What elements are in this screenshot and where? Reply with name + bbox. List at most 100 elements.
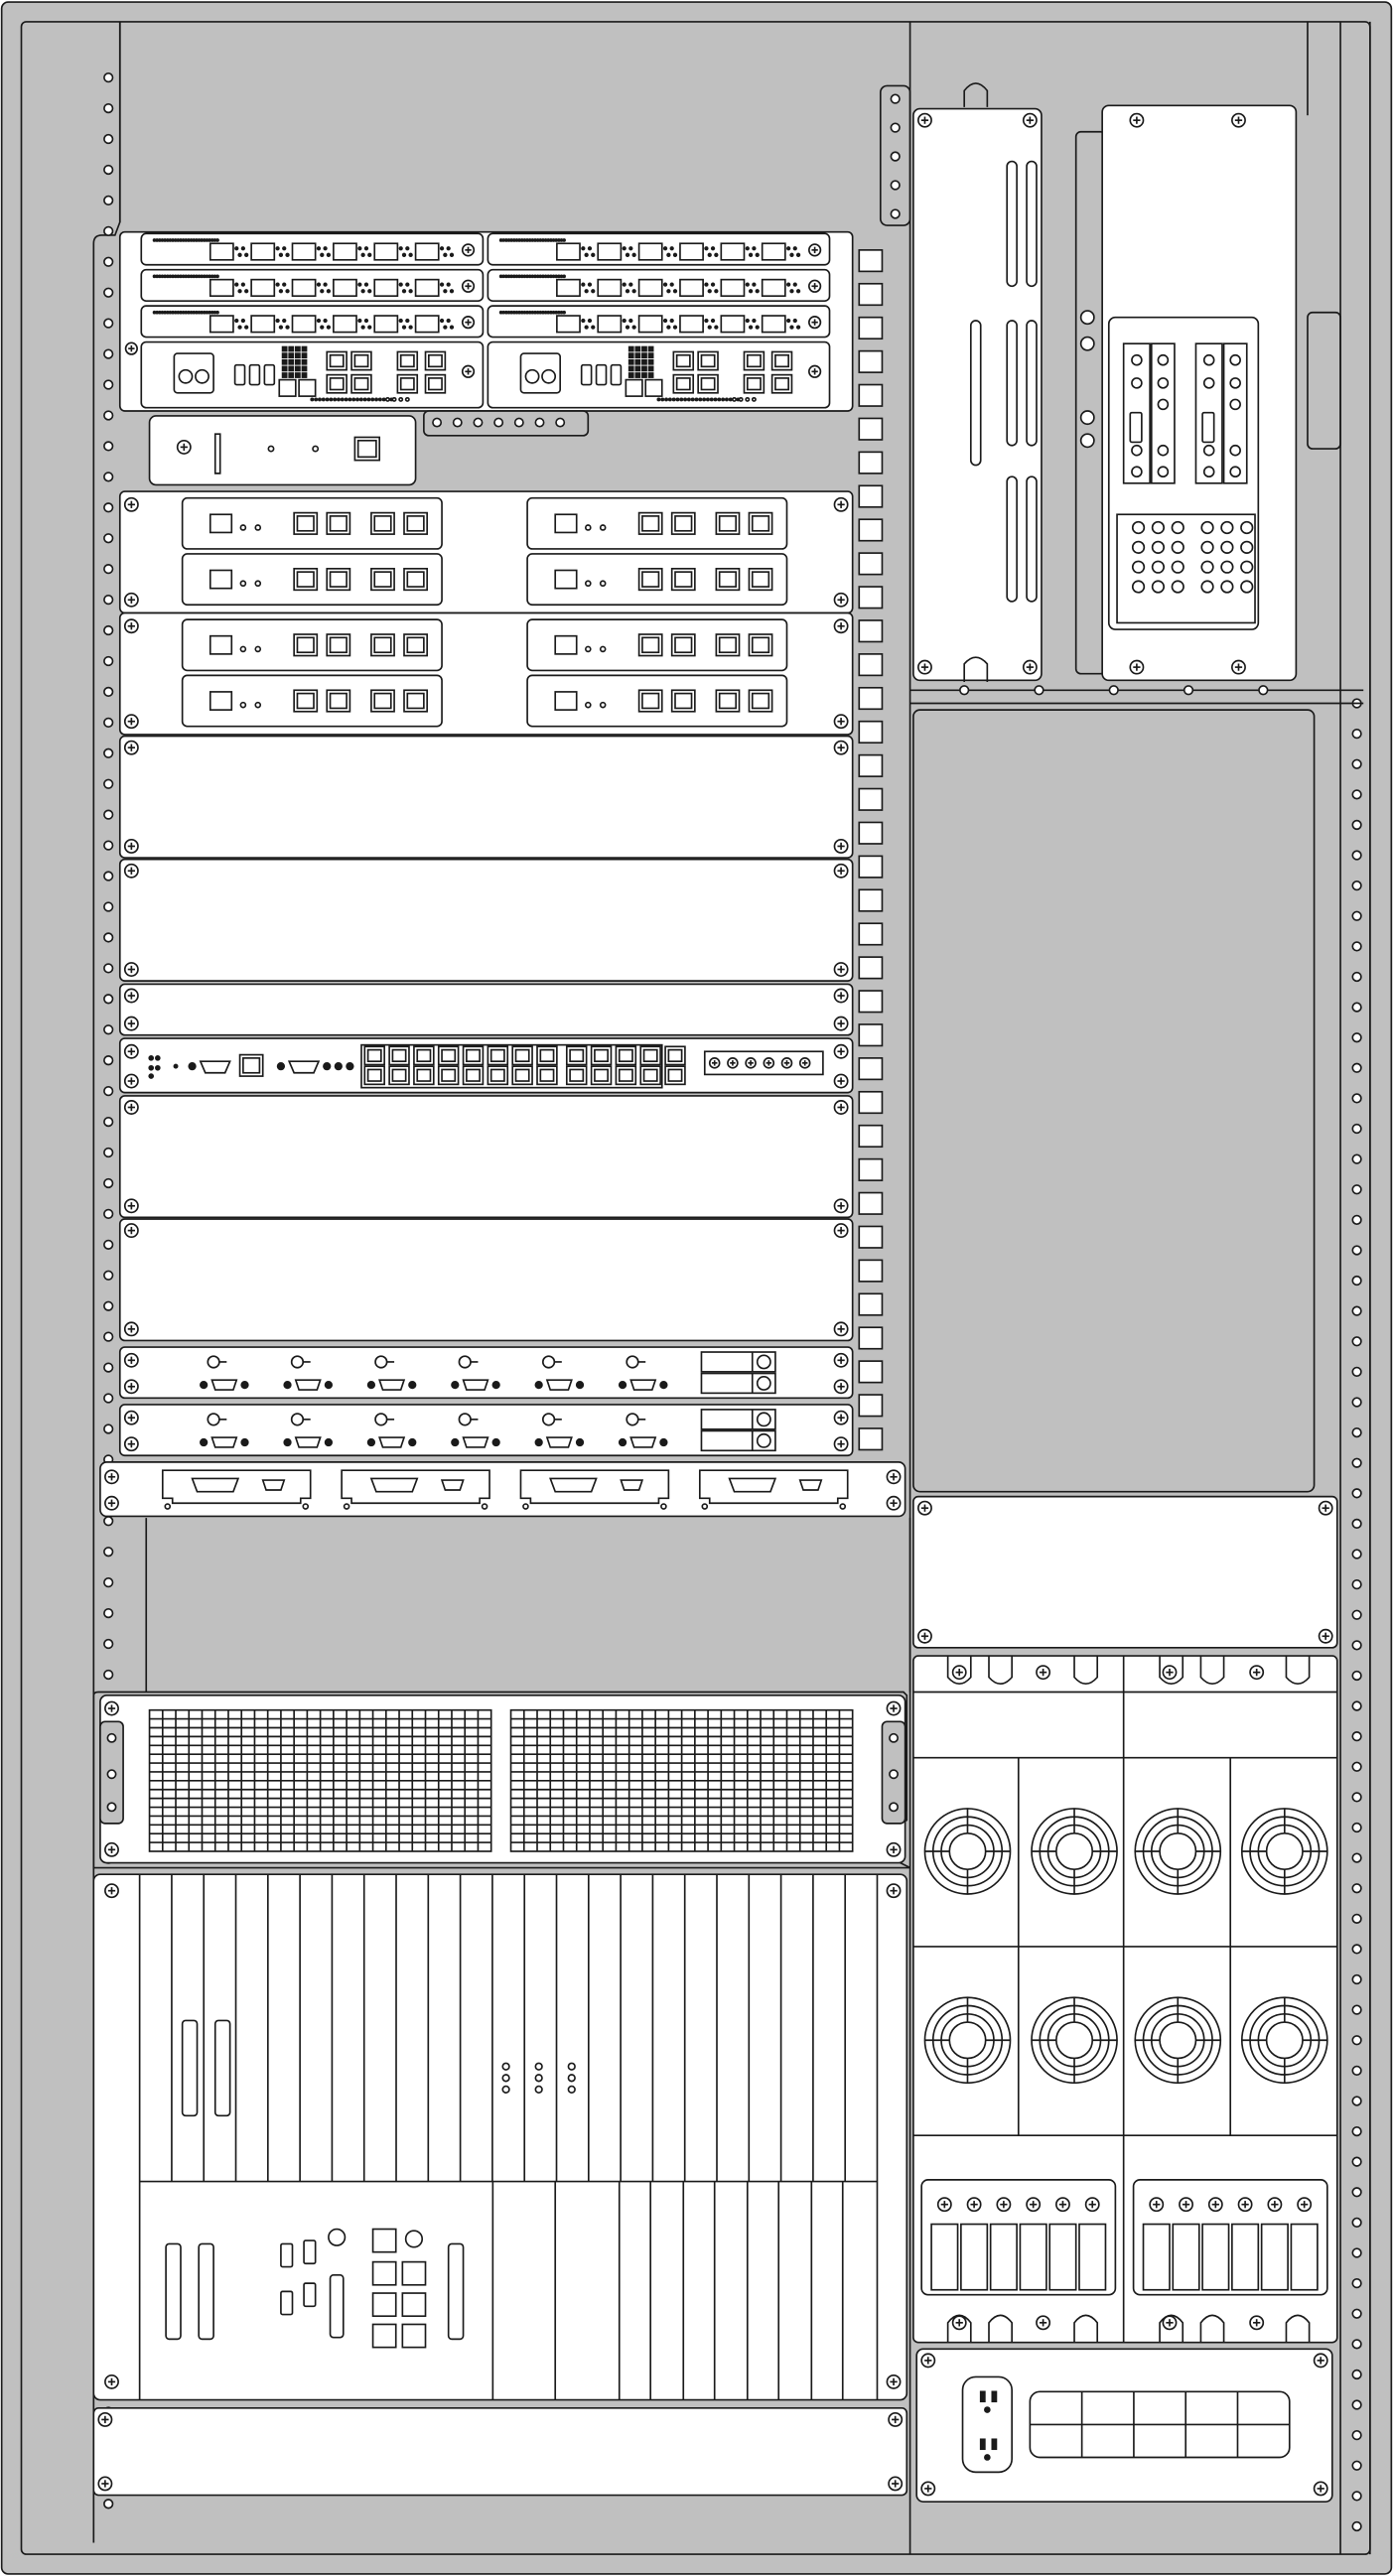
- mounting-hole: [103, 348, 114, 359]
- rj45-port-icon: [424, 373, 447, 394]
- sfp-port: [250, 278, 276, 298]
- serial-port: [629, 1436, 657, 1448]
- control-key: [401, 2292, 427, 2318]
- sfp-port: [720, 315, 746, 334]
- mounting-hole: [1351, 1305, 1362, 1316]
- mounting-hole: [1351, 850, 1362, 861]
- mounting-hole: [1351, 2399, 1362, 2410]
- screw-icon: [123, 592, 139, 608]
- mounting-hole: [1351, 1002, 1362, 1013]
- mounting-hole: [1351, 1214, 1362, 1225]
- mounting-hole: [1351, 1457, 1362, 1468]
- sfp-port: [761, 278, 786, 298]
- serial-port: [210, 1436, 238, 1448]
- mounting-hole: [1351, 1731, 1362, 1742]
- poe-chassis-1: [118, 490, 854, 614]
- screw-icon: [886, 1469, 902, 1485]
- rj45-port-icon: [637, 568, 663, 592]
- breakout-strip: [423, 410, 590, 437]
- screw-icon: [886, 1495, 902, 1511]
- rj45-port-icon: [715, 568, 741, 592]
- rj45-port-icon: [615, 1045, 637, 1066]
- mounting-hole: [1351, 1518, 1362, 1530]
- mounting-hole: [103, 1516, 114, 1527]
- screw-icon: [123, 1352, 139, 1368]
- terminal-icon: [1131, 580, 1146, 594]
- terminal-icon: [1200, 560, 1214, 574]
- rj45-port-icon: [403, 633, 428, 657]
- sfp-port: [637, 278, 663, 298]
- screw-icon: [1231, 112, 1246, 128]
- rj45-port-icon: [664, 1065, 686, 1086]
- mounting-hole: [1258, 685, 1269, 696]
- mounting-hole: [1351, 1153, 1362, 1164]
- terminal-icon: [1240, 540, 1254, 554]
- screw-icon: [123, 714, 139, 730]
- mounting-hole: [103, 195, 114, 206]
- screw-icon: [97, 2476, 113, 2492]
- mounting-hole: [1351, 1426, 1362, 1438]
- mounting-hole: [890, 122, 901, 133]
- cable-tab: [858, 753, 884, 777]
- screw-icon: [833, 1223, 849, 1239]
- rj45-port-icon: [462, 1045, 485, 1066]
- mounting-hole: [103, 1331, 114, 1342]
- screw-icon: [123, 1436, 139, 1452]
- breaker-icon: [1048, 2223, 1077, 2291]
- fan-icon: [1240, 1808, 1328, 1895]
- bnc-connector-icon: [458, 1413, 472, 1426]
- poe-module: [526, 553, 788, 607]
- terminal-icon: [1240, 560, 1254, 574]
- mounting-hole: [1351, 1700, 1362, 1711]
- screw-icon: [886, 1700, 902, 1716]
- screw-icon: [123, 496, 139, 512]
- cable-tab: [858, 1157, 884, 1181]
- serial-port: [545, 1379, 573, 1391]
- terminal-icon: [1171, 520, 1184, 535]
- screw-icon: [461, 279, 476, 293]
- hdmi-port: [261, 1479, 286, 1491]
- cable-tab: [858, 686, 884, 711]
- screw-icon: [917, 112, 932, 128]
- mounting-hole: [1351, 2035, 1362, 2046]
- sfp-port: [333, 315, 357, 334]
- serial-port: [378, 1379, 406, 1391]
- console-port: [199, 1060, 231, 1074]
- screw-icon: [123, 1198, 139, 1214]
- small-controller: [148, 415, 417, 486]
- screw-icon: [1249, 2315, 1265, 2331]
- mounting-hole: [1351, 941, 1362, 952]
- sfp-port: [373, 278, 399, 298]
- screw-icon: [833, 1321, 849, 1337]
- sfp-port: [291, 315, 317, 334]
- vented-plate: [912, 82, 1043, 682]
- encoder-channel: [451, 1355, 500, 1391]
- breaker-icon: [1201, 2223, 1230, 2291]
- screw-icon: [104, 1841, 119, 1857]
- serial-port: [545, 1436, 573, 1448]
- cable-tab-column: [858, 249, 884, 1451]
- rj45-port-icon: [639, 1045, 661, 1066]
- cable-tab: [858, 316, 884, 340]
- rj45-port-icon: [511, 1065, 533, 1086]
- encoder-channel: [618, 1413, 668, 1448]
- mounting-hole: [1351, 2065, 1362, 2076]
- cable-tab: [858, 518, 884, 542]
- screw-icon: [1036, 1665, 1051, 1681]
- mounting-hole: [1351, 819, 1362, 831]
- screw-icon: [461, 316, 476, 330]
- screw-icon: [1237, 2197, 1253, 2213]
- screw-icon: [833, 496, 849, 512]
- rj45-port-icon: [748, 633, 773, 657]
- rj45-port-icon: [637, 633, 663, 657]
- mounting-hole: [1351, 2096, 1362, 2106]
- cable-tab: [858, 1427, 884, 1451]
- mounting-hole: [103, 72, 114, 83]
- rj45-port-icon: [350, 373, 372, 394]
- terminal-icon: [1220, 580, 1234, 594]
- cable-tab: [858, 1394, 884, 1418]
- bnc-connector-icon: [290, 1355, 305, 1369]
- cable-tab: [858, 249, 884, 273]
- terminal-box: [1101, 104, 1298, 682]
- usb-port: [554, 513, 578, 534]
